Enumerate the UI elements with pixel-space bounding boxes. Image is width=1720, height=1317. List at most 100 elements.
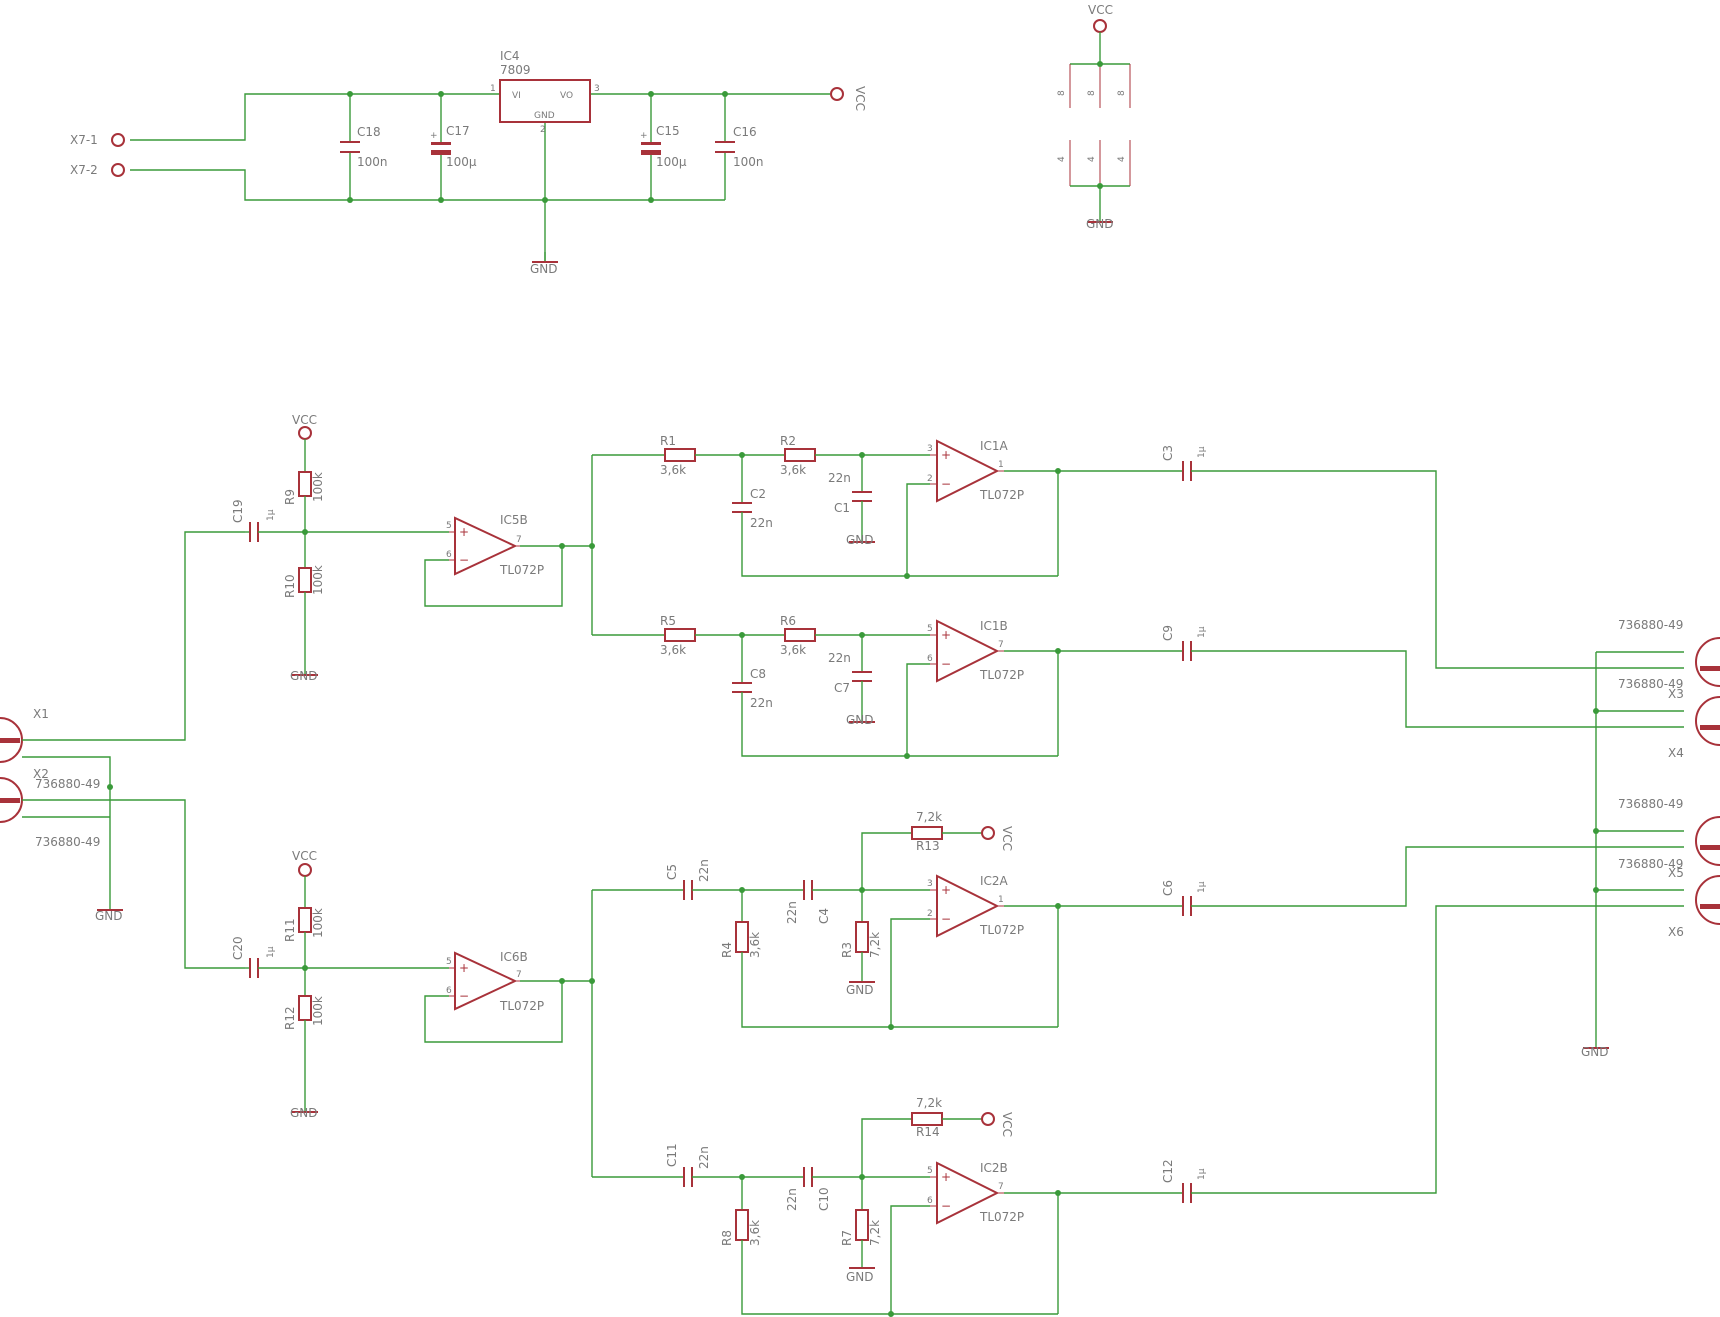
svg-text:8: 8 — [1057, 90, 1067, 96]
ic4-value: 7809 — [500, 63, 531, 77]
svg-text:6: 6 — [927, 654, 933, 664]
svg-text:8: 8 — [1117, 90, 1127, 96]
svg-text:IC1A: IC1A — [980, 439, 1009, 453]
svg-text:C1: C1 — [834, 501, 850, 515]
svg-text:22n: 22n — [697, 859, 711, 882]
svg-text:3,6k: 3,6k — [780, 463, 806, 477]
svg-text:+: + — [941, 1170, 951, 1184]
svg-text:736880-49: 736880-49 — [1618, 797, 1683, 811]
svg-text:GND: GND — [290, 669, 318, 683]
svg-text:C10: C10 — [817, 1187, 831, 1211]
svg-text:−: − — [941, 657, 951, 671]
input-connectors: X1 X2 736880-49 736880-49 GND — [0, 531, 245, 969]
opamp-supply-pins: VCC GND 8 8 8 4 4 4 — [1057, 3, 1131, 231]
svg-text:C7: C7 — [834, 681, 850, 695]
svg-text:6: 6 — [446, 550, 452, 560]
svg-text:6: 6 — [927, 1196, 933, 1206]
svg-text:−: − — [941, 1199, 951, 1213]
svg-text:+: + — [459, 961, 469, 975]
svg-text:1µ: 1µ — [1197, 446, 1207, 458]
svg-text:IC2B: IC2B — [980, 1161, 1008, 1175]
svg-text:7,2k: 7,2k — [916, 810, 942, 824]
svg-text:1µ: 1µ — [266, 946, 276, 958]
svg-text:3: 3 — [927, 444, 933, 454]
svg-text:R2: R2 — [780, 434, 796, 448]
svg-text:GND: GND — [95, 909, 123, 923]
svg-text:7: 7 — [516, 970, 522, 980]
svg-text:R5: R5 — [660, 614, 676, 628]
svg-text:R8: R8 — [720, 1230, 734, 1246]
regulator-ic4 — [499, 79, 591, 123]
svg-text:TL072P: TL072P — [979, 923, 1024, 937]
svg-text:100k: 100k — [311, 565, 325, 595]
svg-text:X2: X2 — [33, 767, 49, 781]
svg-text:C3: C3 — [1161, 445, 1175, 461]
svg-text:1: 1 — [998, 460, 1004, 470]
svg-text:C8: C8 — [750, 667, 766, 681]
svg-text:−: − — [941, 912, 951, 926]
svg-text:100k: 100k — [311, 996, 325, 1026]
svg-text:+: + — [459, 525, 469, 539]
channel-b: + − + − — [231, 810, 1684, 1317]
svg-text:X1: X1 — [33, 707, 49, 721]
svg-text:3,6k: 3,6k — [660, 463, 686, 477]
svg-text:4: 4 — [1057, 156, 1067, 162]
svg-text:3: 3 — [927, 879, 933, 889]
svg-text:22n: 22n — [828, 651, 851, 665]
svg-text:R14: R14 — [916, 1125, 940, 1139]
power-supply-section: + + X7-1 X7-2 IC4 7809 VI VO GND 1 3 2 C… — [70, 49, 867, 276]
svg-text:100µ: 100µ — [656, 155, 687, 169]
svg-text:+: + — [640, 131, 648, 141]
svg-text:1µ: 1µ — [1197, 626, 1207, 638]
svg-text:100k: 100k — [311, 908, 325, 938]
svg-text:C20: C20 — [231, 936, 245, 960]
x7-1-label: X7-1 — [70, 133, 98, 147]
x5-connector — [1695, 816, 1720, 866]
svg-text:2: 2 — [927, 909, 933, 919]
svg-text:22n: 22n — [697, 1146, 711, 1169]
svg-text:VCC: VCC — [292, 849, 317, 863]
svg-text:R10: R10 — [283, 574, 297, 598]
svg-text:X6: X6 — [1668, 925, 1684, 939]
svg-text:5: 5 — [927, 1166, 933, 1176]
svg-text:GND: GND — [1581, 1045, 1609, 1059]
svg-text:TL072P: TL072P — [499, 999, 544, 1013]
x4-connector — [1695, 696, 1720, 746]
svg-text:3,6k: 3,6k — [780, 643, 806, 657]
svg-text:C9: C9 — [1161, 625, 1175, 641]
svg-text:1µ: 1µ — [1197, 1168, 1207, 1180]
svg-text:GND: GND — [846, 983, 874, 997]
svg-text:TL072P: TL072P — [499, 563, 544, 577]
svg-text:C16: C16 — [733, 125, 757, 139]
svg-text:22n: 22n — [828, 471, 851, 485]
svg-text:7,2k: 7,2k — [868, 1220, 882, 1246]
svg-text:736880-49: 736880-49 — [35, 835, 100, 849]
svg-text:8: 8 — [1087, 90, 1097, 96]
svg-text:R13: R13 — [916, 839, 940, 853]
svg-text:22n: 22n — [785, 1188, 799, 1211]
svg-text:3,6k: 3,6k — [748, 1220, 762, 1246]
svg-text:TL072P: TL072P — [979, 668, 1024, 682]
x6-connector — [1695, 875, 1720, 925]
svg-text:C17: C17 — [446, 124, 470, 138]
svg-text:2: 2 — [927, 474, 933, 484]
svg-text:VCC: VCC — [292, 413, 317, 427]
svg-text:C18: C18 — [357, 125, 381, 139]
svg-text:IC5B: IC5B — [500, 513, 528, 527]
svg-text:7: 7 — [998, 640, 1004, 650]
svg-text:GND: GND — [846, 713, 874, 727]
svg-text:X4: X4 — [1668, 746, 1684, 760]
svg-text:7,2k: 7,2k — [868, 932, 882, 958]
svg-text:−: − — [459, 553, 469, 567]
svg-text:1: 1 — [490, 84, 496, 94]
svg-text:22n: 22n — [785, 901, 799, 924]
svg-text:VCC: VCC — [853, 86, 867, 111]
svg-text:736880-49: 736880-49 — [1618, 677, 1683, 691]
svg-text:1µ: 1µ — [266, 509, 276, 521]
svg-text:R1: R1 — [660, 434, 676, 448]
svg-text:C6: C6 — [1161, 880, 1175, 896]
svg-text:100n: 100n — [733, 155, 764, 169]
channel-a: +− +− — [231, 413, 1684, 759]
svg-text:3,6k: 3,6k — [660, 643, 686, 657]
